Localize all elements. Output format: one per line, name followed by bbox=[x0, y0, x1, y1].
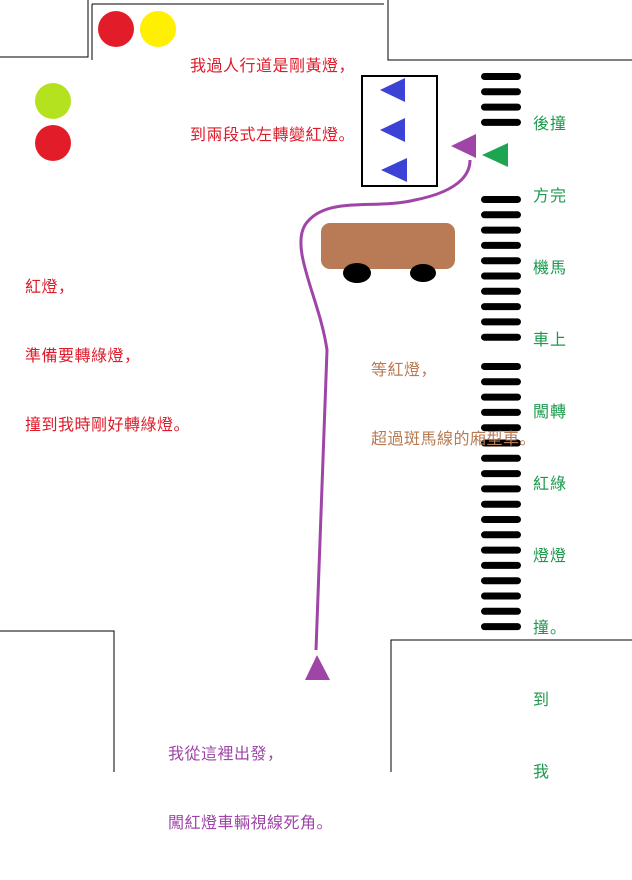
crosswalk-stripe bbox=[481, 211, 521, 219]
caption-scooter-row: 機馬 bbox=[533, 258, 568, 277]
caption-scooter-row: 到 bbox=[533, 690, 551, 709]
crosswalk-stripe bbox=[481, 424, 521, 432]
crosswalk-stripe bbox=[481, 73, 521, 80]
caption-left-line3: 撞到我時剛好轉綠燈。 bbox=[25, 415, 191, 434]
crosswalk-stripe bbox=[481, 333, 521, 341]
caption-top-line1: 我過人行道是剛黃燈， bbox=[190, 56, 356, 75]
crosswalk-stripe bbox=[481, 196, 521, 203]
crosswalk-stripe bbox=[481, 118, 521, 126]
crosswalk-stripe bbox=[481, 516, 521, 523]
crosswalk-stripe bbox=[481, 546, 521, 554]
crosswalk-stripe bbox=[481, 241, 521, 249]
crosswalk-stripe bbox=[481, 257, 521, 265]
crosswalk-stripe bbox=[481, 531, 521, 539]
intersection-scene bbox=[0, 0, 632, 772]
caption-bottom: 我從這裡出發， 闖紅燈車輛視線死角。 bbox=[168, 696, 333, 880]
accident-diagram: 我過人行道是剛黃燈， 到兩段式左轉變紅燈。 紅燈， 準備要轉綠燈， 撞到我時剛好… bbox=[0, 0, 632, 832]
waiting-scooters-box bbox=[361, 75, 438, 187]
caption-van-line1: 等紅燈， bbox=[371, 360, 438, 379]
caption-top: 我過人行道是剛黃燈， 到兩段式左轉變紅燈。 bbox=[190, 8, 355, 192]
my-scooter-start-icon bbox=[305, 655, 330, 680]
curb-top-left bbox=[0, 0, 89, 58]
van-wheel-rear bbox=[410, 264, 436, 282]
caption-scooter-row: 方完 bbox=[533, 186, 568, 205]
my-scooter-crash-icon bbox=[451, 134, 476, 158]
caption-left: 紅燈， 準備要轉綠燈， 撞到我時剛好轉綠燈。 bbox=[25, 229, 190, 482]
waiting-scooter-3-icon bbox=[381, 158, 407, 182]
caption-scooter-row: 車上 bbox=[533, 330, 568, 349]
crosswalk-stripe bbox=[481, 318, 521, 326]
crosswalk-stripe bbox=[481, 500, 521, 508]
van-body bbox=[321, 223, 455, 269]
crosswalk-stripe bbox=[481, 408, 521, 416]
crosswalk-stripe bbox=[481, 592, 521, 600]
caption-bottom-line1: 我從這裡出發， bbox=[168, 744, 284, 763]
crosswalk-stripe bbox=[481, 577, 521, 585]
crosswalk-stripe bbox=[481, 303, 521, 311]
caption-scooter: 後撞 方完 機馬 車上 闖轉 紅綠 燈燈 撞。 到 我 bbox=[533, 64, 567, 832]
traffic-light-green-left bbox=[35, 83, 71, 119]
caption-scooter-row: 我 bbox=[533, 762, 551, 781]
curb-top-mid bbox=[387, 0, 632, 61]
crosswalk-stripe bbox=[481, 88, 521, 96]
crosswalk-stripe bbox=[481, 103, 521, 111]
caption-scooter-row: 闖轉 bbox=[533, 402, 568, 421]
curb-bottom-right bbox=[390, 639, 632, 772]
curb-bottom-left bbox=[0, 630, 115, 772]
traffic-light-red-top bbox=[98, 11, 134, 47]
crosswalk-stripe bbox=[481, 226, 521, 234]
curb-lines bbox=[0, 0, 632, 772]
crosswalk-stripe bbox=[481, 439, 521, 447]
caption-top-line2: 到兩段式左轉變紅燈。 bbox=[190, 125, 356, 144]
crosswalk-stripe bbox=[481, 272, 521, 280]
caption-van: 等紅燈， 超過斑馬線的廂型車。 bbox=[371, 312, 536, 496]
crosswalk-stripe bbox=[481, 561, 521, 569]
zebra-crossing bbox=[481, 73, 521, 631]
crosswalk-stripe bbox=[481, 378, 521, 386]
crosswalk-stripe bbox=[481, 623, 521, 631]
caption-scooter-row: 燈燈 bbox=[533, 546, 568, 565]
van-icon bbox=[321, 223, 455, 283]
my-route-path bbox=[299, 159, 472, 651]
crosswalk-stripe bbox=[481, 393, 521, 401]
waiting-scooter-1-icon bbox=[380, 78, 405, 102]
traffic-light-yellow-top bbox=[140, 11, 176, 47]
offending-scooter-icon bbox=[482, 143, 508, 167]
crosswalk-stripe bbox=[481, 485, 521, 493]
caption-left-line2: 準備要轉綠燈， bbox=[25, 346, 141, 365]
traffic-light-red-left bbox=[35, 125, 71, 161]
caption-scooter-row: 撞。 bbox=[533, 618, 568, 637]
caption-scooter-row: 紅綠 bbox=[533, 474, 568, 493]
van-wheel-front bbox=[343, 263, 371, 283]
crosswalk-stripe bbox=[481, 607, 521, 615]
crosswalk-stripe bbox=[481, 363, 521, 370]
waiting-scooter-2-icon bbox=[380, 118, 405, 142]
caption-left-line1: 紅燈， bbox=[25, 277, 75, 296]
crosswalk-stripe bbox=[481, 470, 521, 478]
crosswalk-stripe bbox=[481, 287, 521, 295]
caption-van-line2: 超過斑馬線的廂型車。 bbox=[371, 429, 537, 448]
caption-scooter-row: 後撞 bbox=[533, 114, 568, 133]
caption-bottom-line2: 闖紅燈車輛視線死角。 bbox=[168, 813, 334, 832]
crosswalk-stripe bbox=[481, 454, 521, 462]
